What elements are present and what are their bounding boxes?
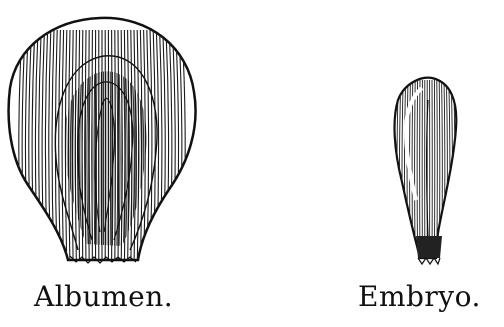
- albumen-illustration: [9, 18, 196, 265]
- embryo-caption: Embryo.: [358, 280, 481, 313]
- embryo-illustration: [394, 78, 457, 264]
- albumen-caption: Albumen.: [34, 280, 173, 313]
